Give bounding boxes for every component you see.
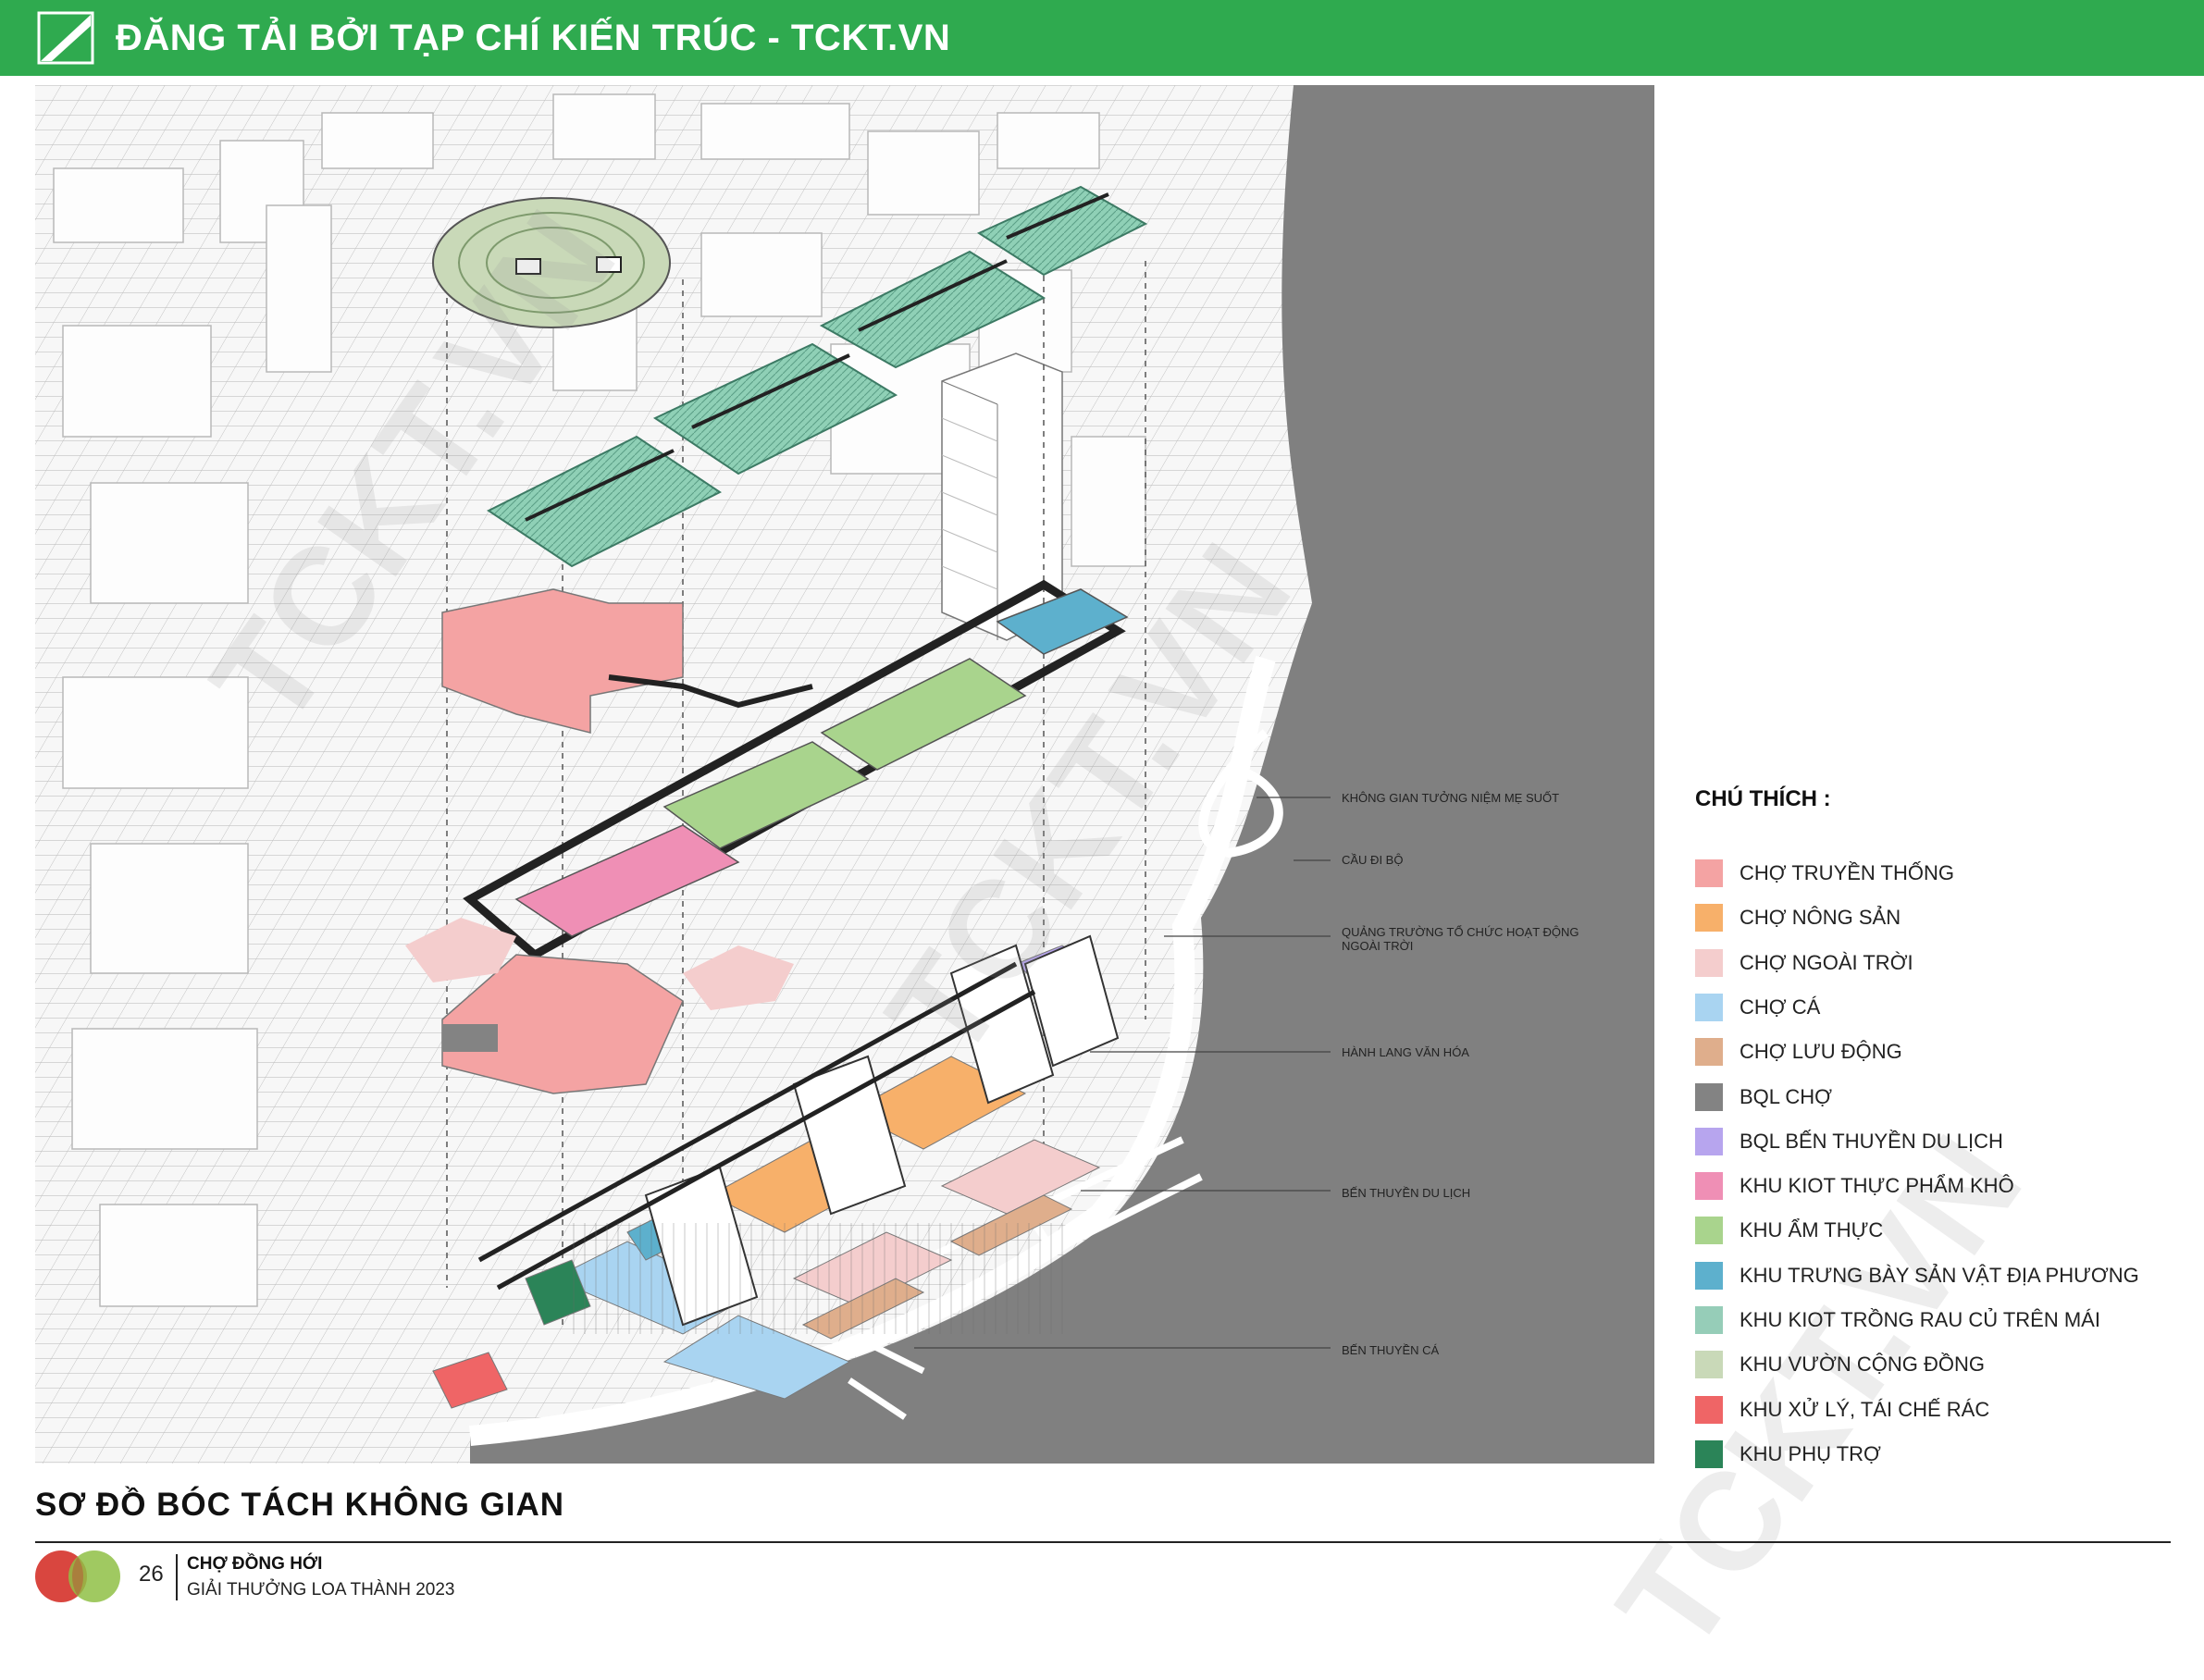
- section-title: SƠ ĐỒ BÓC TÁCH KHÔNG GIAN: [35, 1487, 565, 1523]
- pedestrian-bridge: [1198, 729, 1283, 859]
- legend-swatch: [1695, 1217, 1723, 1245]
- footer-rule: [35, 1541, 2171, 1543]
- legend-label: KHU KIOT THỰC PHẨM KHÔ: [1740, 1174, 2014, 1198]
- legend-label: CHỢ LƯU ĐỘNG: [1740, 1040, 1902, 1064]
- callout-tourist-boat-dock: BẾN THUYỀN DU LỊCH: [1342, 1186, 1471, 1200]
- legend-item: KHU TRƯNG BÀY SẢN VẬT ĐỊA PHƯƠNG: [1695, 1261, 2139, 1291]
- traditional-market-ground: [441, 954, 684, 1094]
- legend-item: KHU KIOT THỰC PHẨM KHÔ: [1695, 1171, 2014, 1201]
- legend-item: CHỢ NÔNG SẢN: [1695, 903, 1901, 933]
- header-banner: ĐĂNG TẢI BỞI TẠP CHÍ KIẾN TRÚC - TCKT.VN: [0, 0, 2204, 76]
- callout-fishing-boat-dock: BẾN THUYỀN CÁ: [1342, 1343, 1440, 1357]
- legend-item: KHU ẨM THỰC: [1695, 1216, 1883, 1245]
- legend-label: BQL BẾN THUYỀN DU LỊCH: [1740, 1129, 2003, 1153]
- footer-project-name: CHỢ ĐỒNG HỚI: [187, 1554, 323, 1574]
- legend-item: BQL BẾN THUYỀN DU LỊCH: [1695, 1127, 2003, 1156]
- outdoor-market-ground-west: [405, 918, 516, 982]
- callout-cultural-corridor: HÀNH LANG VĂN HÓA: [1342, 1045, 1469, 1059]
- legend-item: KHU XỬ LÝ, TÁI CHẾ RÁC: [1695, 1395, 1989, 1425]
- callout-outdoor-plaza: QUẢNG TRƯỜNG TỔ CHỨC HOẠT ĐỘNG NGOÀI TRỜ…: [1342, 925, 1579, 953]
- high-rise-tower: [941, 352, 1063, 641]
- legend-label: KHU PHỤ TRỢ: [1740, 1441, 1881, 1465]
- legend-swatch: [1695, 859, 1723, 887]
- legend-item: KHU KIOT TRỒNG RAU CỦ TRÊN MÁI: [1695, 1305, 2100, 1335]
- legend-label: KHU ẨM THỰC: [1740, 1218, 1884, 1242]
- legend-swatch: [1695, 1172, 1723, 1201]
- callout-pedestrian-bridge: CẦU ĐI BỘ: [1342, 853, 1404, 867]
- rooftop-vegetable-kiosks: [487, 185, 1148, 568]
- legend-item: KHU PHỤ TRỢ: [1695, 1439, 1881, 1469]
- waterfront-promenade: [469, 655, 1276, 1446]
- fishing-boat-dock: [848, 1340, 925, 1420]
- legend-swatch: [1695, 1306, 1723, 1334]
- legend-item: BQL CHỢ: [1695, 1082, 1832, 1112]
- community-garden-circle: [432, 197, 671, 328]
- banner-title: ĐĂNG TẢI BỞI TẠP CHÍ KIẾN TRÚC - TCKT.VN: [116, 18, 951, 58]
- legend-swatch: [1695, 904, 1723, 933]
- exploded-axonometric-diagram: [35, 85, 1654, 1464]
- footer-award-name: GIẢI THƯỞNG LOA THÀNH 2023: [187, 1580, 455, 1600]
- legend-item: CHỢ CÁ: [1695, 993, 1820, 1022]
- legend-swatch: [1695, 1351, 1723, 1379]
- legend-label: BQL CHỢ: [1740, 1084, 1832, 1108]
- legend-swatch: [1695, 1395, 1723, 1424]
- callout-memorial-space: KHÔNG GIAN TƯỞNG NIỆM MẸ SUỐT: [1342, 791, 1560, 805]
- legend-title: CHÚ THÍCH :: [1695, 786, 1831, 811]
- legend-swatch: [1695, 1127, 1723, 1155]
- legend-label: CHỢ NGOÀI TRỜI: [1740, 950, 1913, 974]
- legend-item: KHU VƯỜN CỘNG ĐỒNG: [1695, 1350, 1985, 1379]
- page-number: 26: [139, 1562, 164, 1587]
- legend-item: CHỢ NGOÀI TRỜI: [1695, 948, 1913, 978]
- upper-level-program: [514, 588, 1129, 937]
- legend-label: CHỢ TRUYỀN THỐNG: [1740, 861, 1954, 884]
- market-management-ground: [442, 1024, 498, 1052]
- legend-label: KHU TRƯNG BÀY SẢN VẬT ĐỊA PHƯƠNG: [1740, 1263, 2139, 1287]
- traditional-market-upper: [441, 588, 684, 734]
- legend-label: CHỢ CÁ: [1740, 994, 1821, 1019]
- footer-divider: [176, 1554, 178, 1600]
- legend-swatch: [1695, 993, 1723, 1021]
- legend-swatch: [1695, 1439, 1723, 1468]
- legend-item: CHỢ TRUYỀN THỐNG: [1695, 859, 1954, 888]
- legend-label: KHU VƯỜN CỘNG ĐỒNG: [1740, 1353, 1985, 1377]
- river: [470, 85, 1654, 1464]
- legend-label: KHU KIOT TRỒNG RAU CỦ TRÊN MÁI: [1740, 1308, 2100, 1331]
- connecting-bridge: [608, 674, 813, 709]
- legend-swatch: [1695, 1261, 1723, 1290]
- legend-swatch: [1695, 1082, 1723, 1111]
- legend-swatch: [1695, 948, 1723, 977]
- project-logo-icon: [35, 1550, 120, 1602]
- legend-item: CHỢ LƯU ĐỘNG: [1695, 1037, 1902, 1067]
- legend-label: KHU XỬ LÝ, TÁI CHẾ RÁC: [1740, 1397, 1990, 1421]
- waterfront-poles: [572, 1223, 1071, 1334]
- outdoor-market-ground-east: [683, 945, 794, 1010]
- tckt-logo-icon: [37, 11, 94, 65]
- callout-leaders: [914, 797, 1331, 1349]
- legend-swatch: [1695, 1038, 1723, 1067]
- legend-label: CHỢ NÔNG SẢN: [1740, 906, 1901, 930]
